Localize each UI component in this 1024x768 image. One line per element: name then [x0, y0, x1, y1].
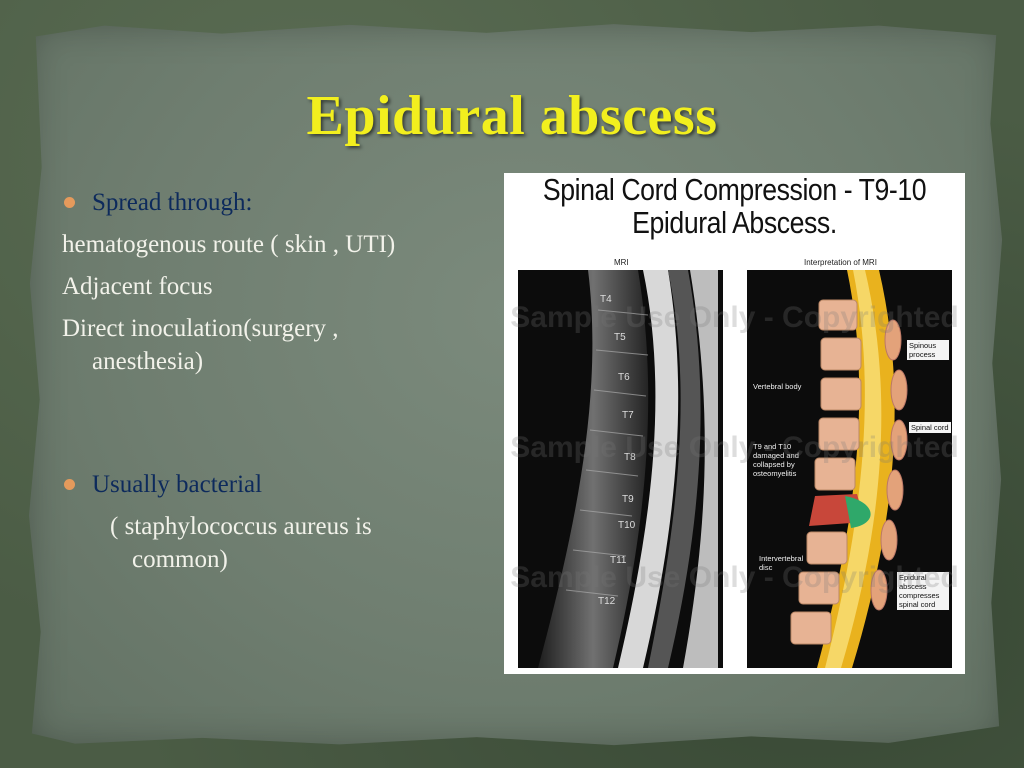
annotation-intervertebral-disc: Intervertebral disc [759, 554, 804, 572]
vertebra-label: T10 [618, 520, 636, 531]
watermark: Sample Use Only - Copyrighted [510, 431, 959, 464]
bullet-dot-icon [64, 197, 75, 208]
vertebra-label: T5 [614, 332, 626, 343]
slide-content: Spread through: hematogenous route ( ski… [62, 186, 452, 576]
vertebra-label: T11 [610, 555, 627, 566]
bullet-spread-through: Spread through: [62, 186, 452, 219]
vertebra-label: T8 [624, 452, 636, 463]
figure-title-line2: Epidural Abscess. [632, 205, 837, 240]
annotation-damaged-vertebrae: T9 and T10 damaged and collapsed by oste… [753, 442, 799, 478]
slide-title: Epidural abscess [306, 85, 718, 147]
text-adjacent-focus: Adjacent focus [62, 273, 213, 300]
mri-scan-image: T4 T5 T6 T7 T8 T9 T10 T11 T12 [518, 270, 723, 668]
text-staphylococcus: ( staphylococcus aureus is common) [110, 513, 372, 573]
vertebra-label: T6 [618, 372, 630, 383]
text-hematogenous-route: hematogenous route ( skin , UTI) [62, 231, 396, 258]
bullet-usually-bacterial: Usually bacterial [62, 468, 452, 501]
mri-panel-label: MRI [614, 258, 629, 267]
watermark: Sample Use Only - Copyrighted [510, 561, 959, 594]
annotation-spinous-process: Spinous process [907, 340, 949, 360]
mri-interpretation-image: Spinous process Vertebral body Spinal co… [747, 270, 952, 668]
bullet-dot-icon [64, 479, 75, 490]
watermark: Sample Use Only - Copyrighted [510, 301, 959, 334]
annotation-epidural-abscess: Epidural abscess compresses spinal cord [897, 572, 949, 610]
mri-figure: Spinal Cord Compression - T9-10 Epidural… [504, 173, 965, 674]
vertebra-label: T7 [622, 410, 634, 421]
vertebra-label: T9 [622, 494, 634, 505]
interpretation-panel-label: Interpretation of MRI [804, 258, 877, 267]
annotation-spinal-cord: Spinal cord [909, 422, 951, 433]
figure-title-line1: Spinal Cord Compression - T9-10 [542, 172, 927, 207]
text-direct-inoculation: Direct inoculation(surgery , anesthesia) [62, 315, 339, 375]
vertebra-label: T4 [600, 294, 612, 305]
figure-title: Spinal Cord Compression - T9-10 Epidural… [504, 173, 965, 239]
vertebra-label: T12 [598, 596, 616, 607]
annotation-vertebral-body: Vertebral body [753, 382, 802, 391]
